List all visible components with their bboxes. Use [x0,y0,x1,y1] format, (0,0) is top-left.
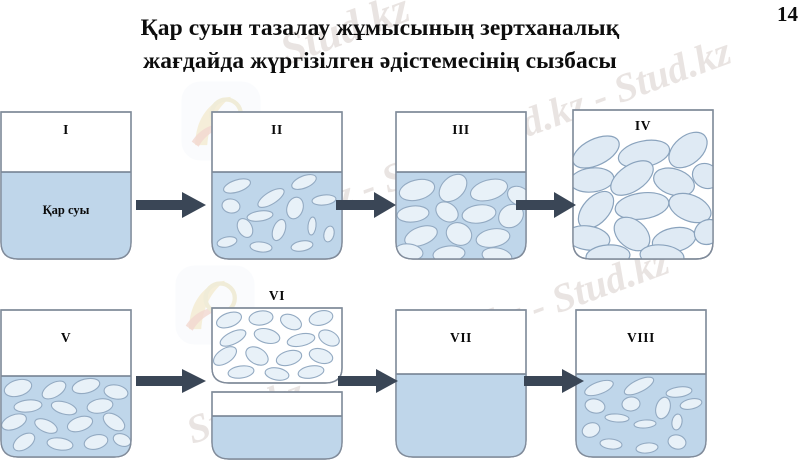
stage-label-I: I [63,122,69,137]
beaker-stage-V [0,308,134,460]
page-number: 14 [777,2,798,26]
beaker-stage-I [0,110,134,262]
beaker-stage-III [393,110,529,262]
stage-label-II: II [271,122,283,137]
page-title: Қар суын тазалау жұмысының зертханалық ж… [0,12,760,79]
stage-label-VIII: VIII [627,330,655,345]
process-arrow [136,190,208,220]
stage-label-III: III [452,122,470,137]
title-line-1: Қар суын тазалау жұмысының зертханалық [140,15,620,41]
stage-label-V: V [60,330,72,345]
beaker-stage-VI-lower [209,390,345,461]
process-arrow [524,368,586,394]
beaker-stage-VI-upper [209,306,345,386]
process-arrow [336,190,398,220]
beaker-stage-II [209,110,345,262]
stage-label-IV: IV [634,118,652,133]
stage-label-VII: VII [449,330,473,345]
stage-label-VI: VI [268,288,286,303]
process-arrow [338,368,400,394]
beaker-stage-VIII [573,308,709,460]
process-arrow [516,190,578,220]
title-line-2: жағдайда жүргізілген әдістемесінің сызба… [143,48,617,75]
beaker-stage-VII [393,308,529,460]
beaker-stage-IV [570,106,716,264]
process-arrow [136,368,208,394]
liquid-label-snow-water: Қар суы [42,203,90,217]
